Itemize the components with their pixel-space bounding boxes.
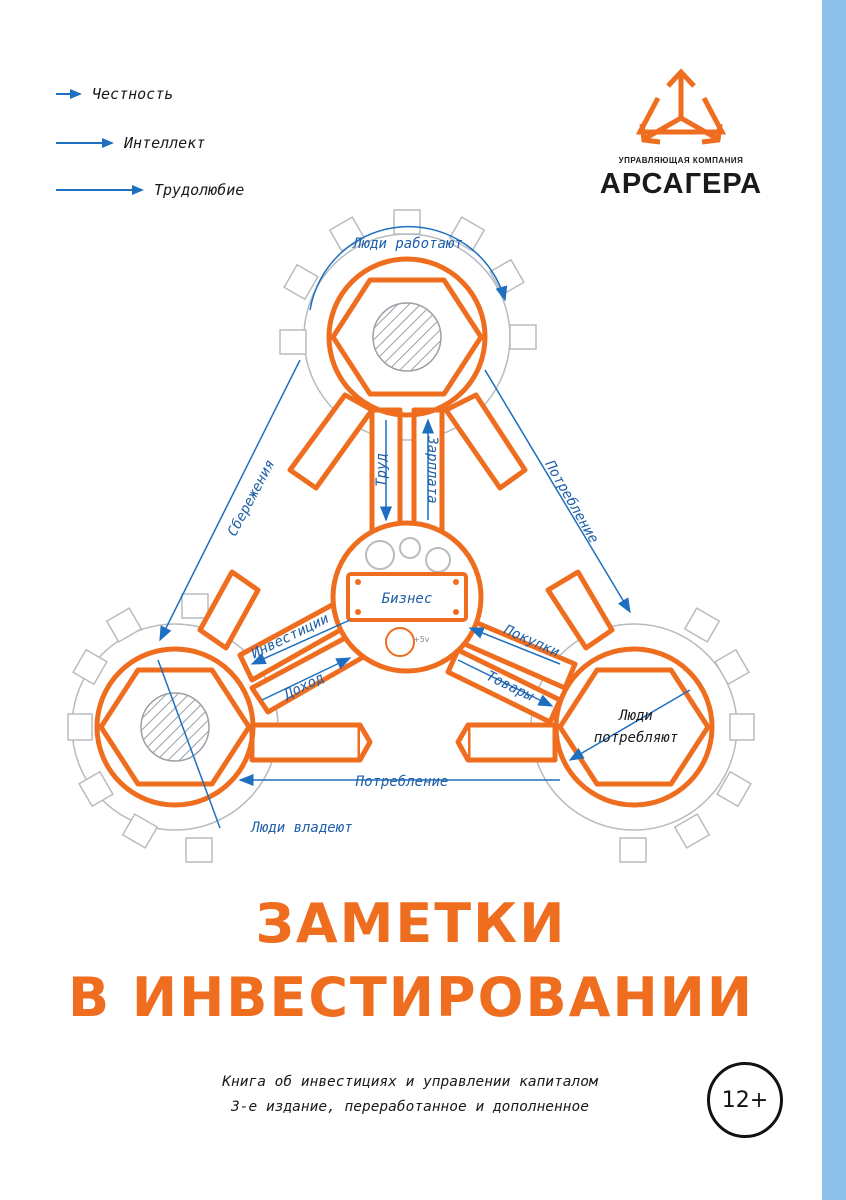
legend-label: Интеллект [124, 134, 206, 152]
label-consumption-right: Потребление [541, 457, 602, 546]
book-subtitle-line2: 3-е издание, переработанное и дополненно… [231, 1099, 589, 1115]
logo-subtitle: УПРАВЛЯЮЩАЯ КОМПАНИЯ [618, 156, 744, 165]
age-rating-badge: 12+ [707, 1062, 783, 1138]
arrow-icon [56, 185, 144, 195]
arrow-icon [56, 89, 82, 99]
company-logo: УПРАВЛЯЮЩАЯ КОМПАНИЯ АРСАГЕРА [588, 68, 774, 208]
legend-label: Честность [92, 85, 174, 103]
gear-top [279, 209, 537, 441]
logo-mark-icon [635, 68, 727, 145]
label-consumption-bottom: Потребление [355, 774, 449, 790]
machine-structure [94, 256, 715, 808]
label-people-consume-line2: потребляют [594, 730, 678, 746]
legend-label: Трудолюбие [154, 181, 245, 199]
label-people-consume-line1: Люди [618, 708, 653, 724]
label-salary: Зарплата [424, 435, 440, 503]
shafts [140, 302, 442, 762]
book-cover: Честность Интеллект Трудолюбие УПРАВЛЯЮЩ… [0, 0, 822, 1200]
label-labor: Труд [374, 453, 390, 487]
book-title-line2: В ИНВЕСТИРОВАНИИ [67, 966, 755, 1029]
gear-right [530, 607, 755, 863]
arrow-icon [56, 138, 114, 148]
gear-left [67, 593, 279, 863]
economy-diagram: Бизнес +5v Люди работают Труд Зарплата С… [67, 209, 755, 863]
label-voltage: +5v [413, 635, 430, 644]
flow-lines [157, 225, 691, 829]
legend-item-honesty: Честность [56, 84, 173, 104]
label-people-own: Люди владеют [250, 820, 352, 836]
label-business: Бизнес [382, 591, 433, 607]
book-subtitle-line1: Книга об инвестициях и управлении капита… [222, 1074, 598, 1090]
legend-item-diligence: Трудолюбие [56, 180, 244, 200]
label-savings: Сбережения [225, 457, 279, 539]
book-title-line1: ЗАМЕТКИ [255, 892, 567, 955]
label-people-work: Люди работают [352, 236, 463, 252]
logo-name: АРСАГЕРА [599, 168, 763, 200]
legend-item-intellect: Интеллект [56, 133, 205, 153]
business-box: Бизнес +5v [346, 537, 468, 657]
